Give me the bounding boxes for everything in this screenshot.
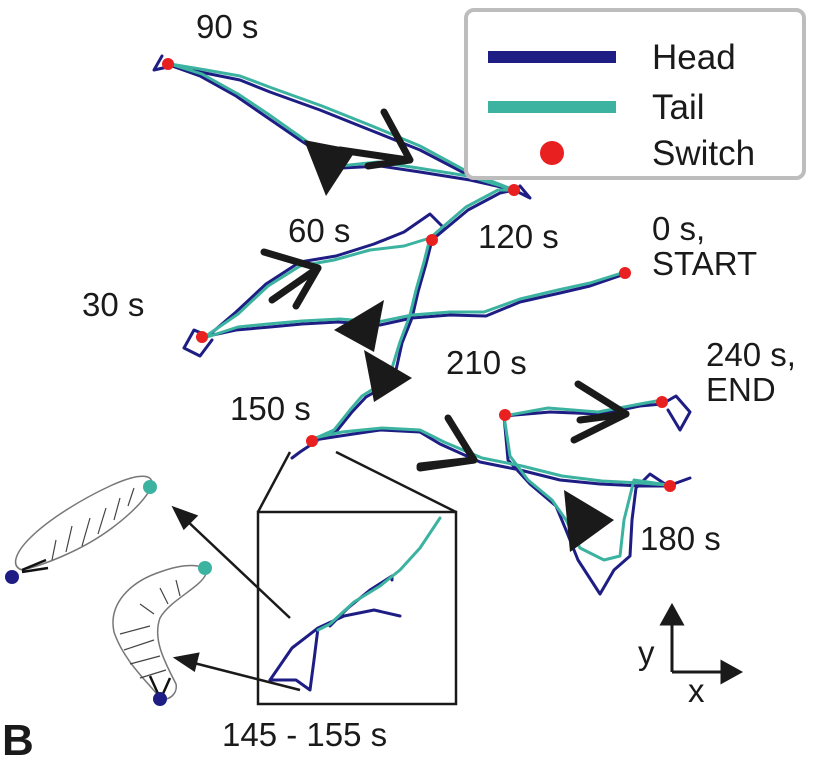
larva-tail-dot	[198, 561, 212, 575]
switch-point	[619, 267, 631, 279]
time-label-0s-start: 0 s, START	[652, 210, 758, 282]
legend-tail-swatch	[488, 101, 616, 113]
legend-switch-marker	[540, 141, 564, 165]
larva-head-dot	[153, 692, 167, 706]
trajectory-figure	[5, 54, 744, 706]
pointer-arrow	[172, 652, 301, 692]
time-label-120s: 120 s	[478, 218, 559, 255]
larva-tail-dot	[143, 480, 157, 494]
direction-arrow	[260, 248, 322, 310]
switch-point	[664, 480, 676, 492]
switch-point	[656, 396, 668, 408]
larva-head-dot	[5, 570, 19, 584]
time-label-150s: 150 s	[230, 390, 311, 427]
time-label-60s: 60 s	[288, 212, 351, 249]
direction-arrow	[364, 350, 412, 402]
time-label-30s: 30 s	[82, 286, 145, 323]
switch-point	[196, 331, 208, 343]
direction-arrow	[304, 140, 356, 196]
switch-point	[508, 184, 520, 196]
direction-arrow	[334, 300, 384, 352]
inset-time-range-label: 145 - 155 s	[222, 716, 388, 753]
pointer-arrow	[171, 505, 291, 619]
inset-tail-trajectory	[316, 516, 442, 632]
time-label-210s: 210 s	[446, 344, 527, 381]
legend-head-label: Head	[652, 38, 736, 77]
x-axis-label: x	[688, 672, 705, 709]
larva-drawing	[14, 475, 153, 574]
time-label-240s-end: 240 s, END	[706, 336, 796, 408]
switch-point	[499, 409, 511, 421]
larva-drawing	[112, 564, 207, 700]
direction-arrow	[564, 490, 614, 552]
axis-indicator	[659, 602, 744, 685]
zoom-connector	[256, 450, 457, 514]
direction-arrow	[416, 414, 478, 472]
legend-switch-label: Switch	[652, 134, 756, 173]
y-axis-label: y	[638, 634, 655, 671]
legend: Head Tail Switch	[464, 8, 806, 180]
switch-point	[162, 58, 174, 70]
time-label-90s: 90 s	[196, 8, 259, 45]
legend-tail-label: Tail	[652, 88, 705, 127]
switch-point	[306, 435, 318, 447]
time-label-180s: 180 s	[640, 520, 721, 557]
switch-point	[426, 234, 438, 246]
panel-letter: B	[2, 716, 34, 765]
legend-head-swatch	[488, 51, 616, 63]
direction-arrow	[570, 380, 630, 444]
